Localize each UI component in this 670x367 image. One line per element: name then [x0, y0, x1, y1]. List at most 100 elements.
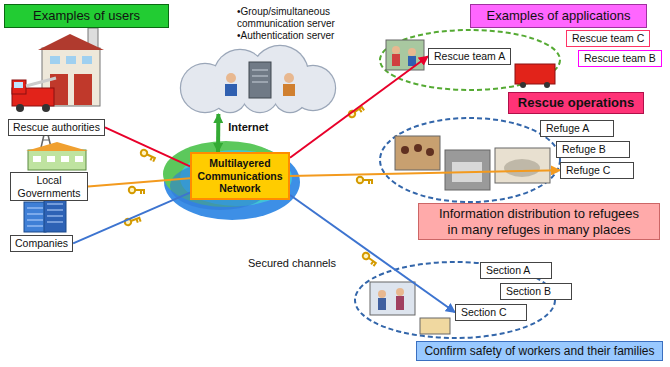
- team-box: Rescue team B: [578, 50, 662, 67]
- cloud-caption: •Group/simultaneous communication server…: [237, 6, 349, 42]
- local-government-illustration: [75, 156, 83, 162]
- channel-note: Secured channels: [248, 257, 336, 269]
- heading-box: Examples of users: [4, 4, 169, 28]
- local-government-illustration: [33, 156, 41, 162]
- connector: [105, 127, 190, 166]
- node-text: Local Governments: [15, 174, 83, 199]
- fire-station-illustration: [50, 56, 60, 64]
- local-government-illustration: [47, 156, 55, 162]
- refuge-scene-photos: [395, 136, 440, 170]
- server-icon: [249, 62, 271, 98]
- local-government-illustration: [28, 150, 86, 170]
- server-icon: [226, 73, 236, 83]
- rescue-scene-photos: [544, 82, 550, 88]
- refuge-scene-photos: [426, 148, 434, 156]
- refuge-box: Refuge B: [556, 141, 630, 158]
- edge-label: Internet: [226, 121, 270, 133]
- application-box: Rescue operations: [508, 92, 644, 114]
- refuge-scene-photos: [445, 150, 490, 190]
- connector: [88, 178, 190, 186]
- rescue-scene-photos: [408, 56, 416, 66]
- node-text: Section B: [506, 285, 566, 298]
- node-text: •Authentication server: [237, 30, 349, 42]
- team-box: Rescue team C: [566, 30, 650, 47]
- workplace-scene-photos: [378, 290, 386, 298]
- node-text: •Group/simultaneous communication server: [237, 6, 349, 30]
- fire-station-illustration: [66, 56, 76, 64]
- connector: [73, 193, 190, 244]
- refuge-scene-photos: [380, 118, 560, 202]
- company-illustration: [24, 202, 46, 232]
- node-text: Multilayered Communications Network: [195, 157, 285, 195]
- node-text: Examples of applications: [481, 8, 636, 24]
- node-text: Rescue authorities: [13, 121, 100, 134]
- fire-station-illustration: [26, 78, 56, 86]
- refuge-box: Refuge A: [540, 120, 614, 137]
- node-text: Rescue operations: [517, 95, 635, 111]
- workplace-scene-photos: [396, 288, 404, 296]
- workplace-scene-photos: [378, 298, 386, 310]
- refuge-scene-photos: [504, 159, 540, 177]
- refuge-scene-photos: [495, 148, 550, 183]
- section-box: Section A: [480, 262, 552, 279]
- workplace-scene-photos: [420, 318, 450, 334]
- application-box: Information distribution to refugees in …: [418, 203, 660, 240]
- team-box: Rescue team A: [428, 48, 511, 65]
- node-text: Section A: [486, 264, 546, 277]
- key-icons: [357, 177, 373, 184]
- connector: [290, 170, 560, 176]
- rescue-scene-photos: [408, 48, 416, 56]
- fire-station-illustration: [12, 28, 104, 112]
- refuge-scene-photos: [414, 144, 422, 152]
- user-label: Companies: [10, 235, 73, 252]
- node-text: Examples of users: [15, 8, 158, 24]
- user-label: Local Governments: [10, 172, 88, 201]
- workplace-scene-photos: [370, 282, 415, 315]
- company-illustration: [27, 198, 63, 226]
- fire-station-illustration: [12, 80, 26, 94]
- fire-station-illustration: [42, 104, 50, 112]
- user-label: Rescue authorities: [8, 119, 105, 136]
- refuge-scene-photos: [401, 146, 409, 154]
- rescue-scene-photos: [392, 54, 400, 66]
- server-icon: [284, 73, 294, 83]
- node-text: Refuge B: [562, 143, 624, 156]
- server-icon: [283, 84, 295, 96]
- fire-station-illustration: [14, 82, 23, 88]
- rescue-scene-photos: [380, 30, 560, 90]
- heading-box: Examples of applications: [470, 4, 647, 28]
- local-government-illustration: [61, 156, 69, 162]
- network-blob: [163, 141, 300, 220]
- workplace-scene-photos: [355, 262, 555, 338]
- rescue-scene-photos: [392, 46, 400, 54]
- fire-station-illustration: [74, 74, 92, 105]
- rescue-scene-photos: [380, 30, 560, 90]
- section-box: Section B: [500, 283, 572, 300]
- connector: [290, 56, 428, 157]
- server-icon: [225, 84, 237, 96]
- key-icons: [129, 187, 145, 194]
- refuge-box: Refuge C: [560, 162, 634, 179]
- application-box: Confirm safety of workers and their fami…: [416, 341, 663, 361]
- node-text: Rescue team B: [584, 52, 656, 65]
- node-text: Refuge C: [566, 164, 628, 177]
- server-icon: [225, 62, 295, 98]
- connector: [216, 114, 220, 152]
- rescue-scene-photos: [515, 64, 555, 84]
- section-box: Section C: [455, 304, 527, 321]
- server-icon: [252, 70, 268, 82]
- refuge-scene-photos: [380, 118, 560, 202]
- node-text: Rescue team C: [572, 32, 644, 45]
- fire-station-illustration: [38, 34, 104, 50]
- rescue-scene-photos: [520, 82, 526, 88]
- key-icons: [348, 104, 365, 119]
- fire-station-illustration: [16, 104, 24, 112]
- internet-cloud: •Group/simultaneous communication server…: [165, 4, 343, 114]
- fire-station-illustration: [82, 56, 92, 64]
- local-government-illustration: [26, 142, 88, 151]
- workplace-scene-photos: [396, 296, 404, 310]
- network-blob: [180, 150, 292, 206]
